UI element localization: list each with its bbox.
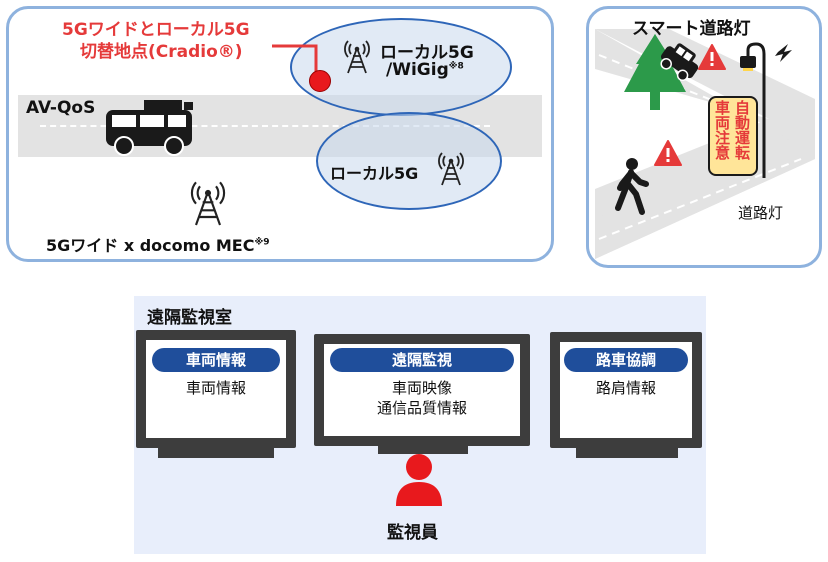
antenna-tower-icon (344, 40, 370, 74)
note-8: ※8 (448, 61, 464, 72)
operator-label: 監視員 (387, 523, 438, 543)
handover-point-marker (309, 70, 331, 92)
warning-icon (654, 140, 682, 166)
5g-wide-mec-text: 5Gワイド x docomo MEC (46, 236, 255, 255)
street-lamp-icon (740, 42, 792, 178)
streetlight-label: 道路灯 (738, 204, 784, 222)
5g-wide-mec-label: 5Gワイド x docomo MEC※9 (46, 232, 270, 256)
monitor-stand (158, 448, 274, 458)
tree-icon (624, 34, 686, 110)
avqos-label: AV-QoS (26, 98, 96, 118)
auto-driving-warning-sign (708, 96, 758, 176)
monitor-line: 路肩情報 (595, 379, 656, 397)
monitor-line: 通信品質情報 (376, 399, 467, 417)
monitor-stand (576, 448, 678, 458)
sign-text-vehicle-caution: 車両注意 (713, 100, 731, 160)
handover-point-title-line2: 切替地点(Cradio®) (80, 42, 243, 62)
monitor-stand (378, 446, 468, 454)
bus-icon (106, 100, 193, 156)
local5g-coverage-area (316, 112, 502, 210)
monitor-line: 車両映像 (391, 379, 452, 397)
road-lane-marking (40, 125, 490, 127)
remote-monitoring-room-title: 遠隔監視室 (147, 308, 232, 328)
sign-text-auto-driving: 自動運転 (733, 100, 751, 160)
callout-leader-line (272, 44, 318, 74)
monitor-header-road-vehicle-coop: 路車協調 (564, 348, 688, 372)
local5g-label: ローカル5G (330, 164, 419, 183)
antenna-tower-icon (438, 152, 464, 186)
monitor-header-vehicle-info: 車両情報 (152, 348, 280, 372)
car-icon (660, 43, 699, 82)
note-9: ※9 (254, 237, 270, 248)
local5g-wigig-label-line2: /WiGig※8 (386, 60, 464, 80)
operator-person-icon (396, 454, 442, 506)
monitor-header-remote-monitoring: 遠隔監視 (330, 348, 514, 372)
pedestrian-icon (615, 158, 649, 215)
smart-streetlight-title: スマート道路灯 (632, 19, 751, 39)
warning-icon (698, 44, 726, 70)
local5g-wigig-label-line1: ローカル5G (380, 43, 474, 63)
local5g-wigig-coverage-area (290, 18, 512, 116)
monitor-line: 車両情報 (185, 379, 246, 397)
handover-point-title-line1: 5Gワイドとローカル5G (62, 20, 250, 40)
antenna-tower-icon (190, 181, 226, 226)
local5g-wigig-label-text: /WiGig (386, 60, 449, 80)
